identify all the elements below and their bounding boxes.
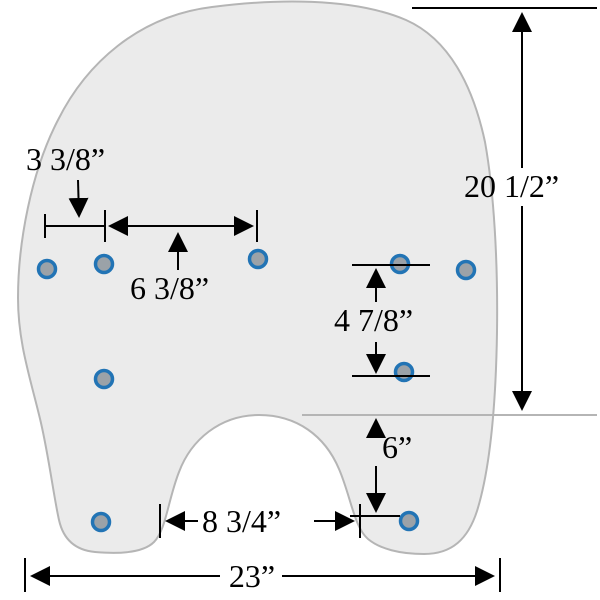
dimension-label-large-spacing: 6 3/8” xyxy=(130,270,209,306)
mounting-hole xyxy=(398,510,420,532)
dimension-label-offset: 6” xyxy=(382,429,412,465)
part-outline xyxy=(16,0,499,556)
dimension-label-notch-width: 8 3/4” xyxy=(202,503,281,539)
mounting-hole xyxy=(93,368,115,390)
dimension-label-height: 20 1/2” xyxy=(464,168,559,204)
mounting-hole xyxy=(36,258,58,280)
mounting-hole xyxy=(93,253,115,275)
dimension-label-right-spacing: 4 7/8” xyxy=(334,302,413,338)
dimension-label-small-spacing: 3 3/8” xyxy=(26,141,105,177)
mounting-hole xyxy=(455,259,477,281)
dimension-label-width: 23” xyxy=(229,558,275,594)
leader-arrow-down xyxy=(68,179,89,218)
mounting-hole xyxy=(393,361,415,383)
mounting-hole xyxy=(90,511,112,533)
mounting-hole xyxy=(247,248,269,270)
